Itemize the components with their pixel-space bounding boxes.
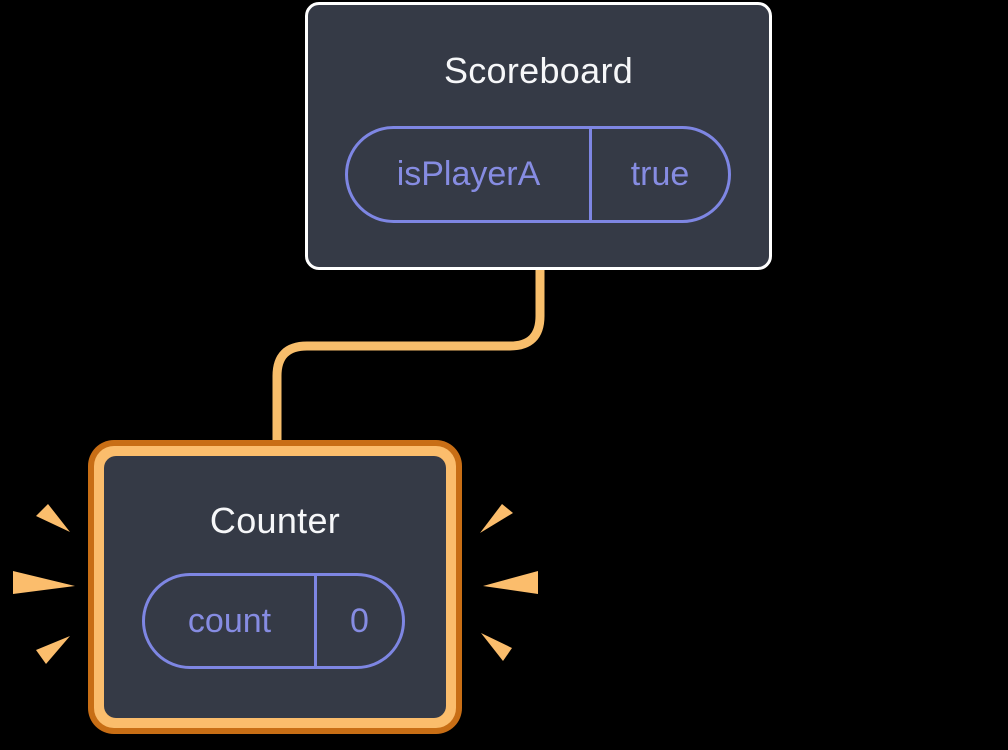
component-title: Counter [209,500,341,541]
highlight-border-inner: Counter count 0 [94,446,456,728]
spark-ray-icon [13,571,75,594]
spark-ray-icon [481,633,512,661]
state-name: isPlayerA [348,129,592,220]
counter-component-card: Counter count 0 [104,456,446,718]
spark-ray-icon [36,504,70,532]
scoreboard-component-card: Scoreboard isPlayerA true [305,2,772,270]
connector-line [272,262,545,450]
spark-ray-icon [480,504,513,533]
spark-ray-icon [36,636,70,664]
state-name: count [145,576,317,666]
state-pill: isPlayerA true [345,126,731,223]
highlight-border-outer: Counter count 0 [88,440,462,734]
spark-ray-icon [483,571,538,594]
component-title: Scoreboard [443,50,634,91]
state-value: true [630,155,690,193]
state-pill: count 0 [142,573,405,669]
state-value: 0 [350,601,369,640]
